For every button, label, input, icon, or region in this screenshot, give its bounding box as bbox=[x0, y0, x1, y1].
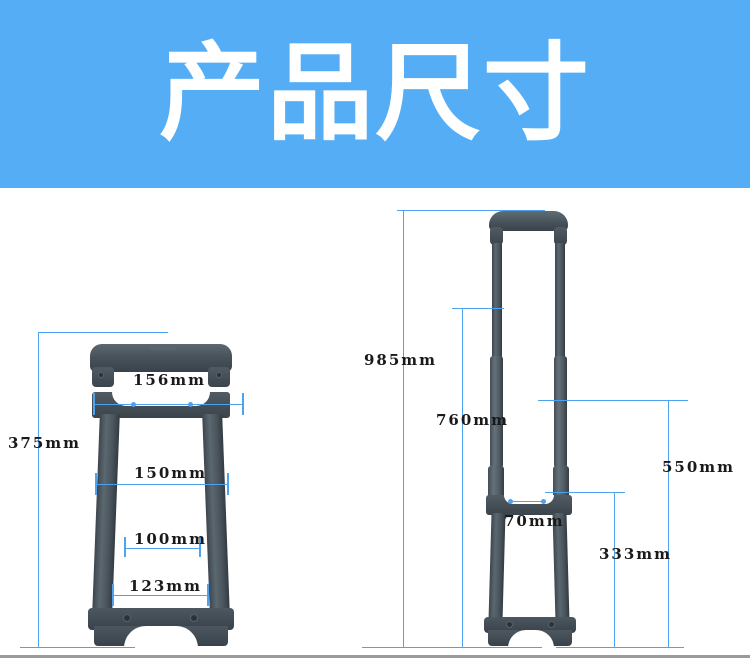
dim-70-rule bbox=[510, 501, 544, 502]
dim-985-top-extension bbox=[397, 210, 545, 211]
dim-156-rule bbox=[93, 404, 243, 405]
dim-156-left-node bbox=[131, 402, 136, 407]
dim-label-150: 150mm bbox=[134, 464, 208, 482]
base-right-screw bbox=[190, 614, 198, 622]
dim-760-top-extension bbox=[452, 308, 504, 309]
page-title: 产品尺寸 bbox=[159, 32, 591, 155]
upper-housing-cutout bbox=[112, 392, 210, 406]
dim-760-bottom-extension bbox=[430, 647, 506, 648]
page-banner: 产品尺寸 bbox=[0, 0, 750, 188]
dim-100-right-tick bbox=[199, 537, 201, 557]
dim-550-rule bbox=[668, 400, 669, 647]
right-tube-stage2 bbox=[554, 356, 567, 468]
dim-156-right-tick bbox=[242, 393, 244, 415]
dim-150-left-tick bbox=[95, 473, 97, 495]
dim-label-100: 100mm bbox=[134, 530, 208, 548]
dim-333-top-extension bbox=[545, 492, 625, 493]
dim-label-760: 760mm bbox=[436, 411, 510, 429]
dim-375-rule bbox=[38, 332, 39, 647]
handle-grip-bar-extended bbox=[489, 211, 568, 231]
dim-label-156: 156mm bbox=[133, 371, 207, 389]
dim-550-top-extension bbox=[538, 400, 688, 401]
dim-333-bottom-extension bbox=[568, 647, 628, 648]
dim-150-rule bbox=[95, 484, 228, 485]
dim-70-right-node bbox=[541, 499, 546, 504]
base-left-screw bbox=[123, 614, 131, 622]
dim-100-rule bbox=[124, 548, 200, 549]
grip-opening-extended bbox=[499, 231, 558, 245]
grip-top-notch-extended bbox=[516, 213, 538, 215]
dim-label-550: 550mm bbox=[662, 458, 736, 476]
grip-left-screw bbox=[98, 372, 104, 378]
dim-123-rule bbox=[112, 595, 208, 596]
dim-156-left-tick bbox=[93, 393, 95, 415]
dim-150-right-tick bbox=[227, 473, 229, 495]
dim-label-70: 70mm bbox=[504, 512, 565, 530]
dim-375-bottom-extension bbox=[20, 647, 135, 648]
dim-123-left-tick bbox=[112, 584, 114, 606]
left-tube-stage3 bbox=[488, 466, 504, 504]
dim-123-right-tick bbox=[207, 584, 209, 606]
base-left-screw-extended bbox=[506, 621, 513, 628]
grip-right-screw bbox=[216, 372, 222, 378]
left-tube bbox=[92, 414, 120, 614]
right-tube-stage1 bbox=[555, 243, 565, 358]
left-tube-stage1 bbox=[492, 243, 502, 358]
dim-label-375: 375mm bbox=[8, 434, 82, 452]
left-lower-leg bbox=[488, 513, 506, 621]
base-arch-cutout-extended bbox=[508, 630, 554, 648]
base-bracket bbox=[88, 608, 234, 630]
grip-left-shoulder-extended bbox=[490, 227, 503, 245]
base-right-screw-extended bbox=[548, 621, 555, 628]
grip-right-shoulder-extended bbox=[554, 227, 567, 245]
ground-reference-line bbox=[0, 655, 750, 658]
dim-label-985: 985mm bbox=[364, 351, 438, 369]
dim-760-rule bbox=[462, 308, 463, 647]
mid-housing-cutout bbox=[504, 495, 554, 504]
left-tube-stage2 bbox=[490, 356, 503, 468]
right-tube-stage3 bbox=[553, 466, 569, 504]
dim-156-right-node bbox=[188, 402, 193, 407]
dim-70-left-node bbox=[508, 499, 513, 504]
base-arch-cutout bbox=[124, 626, 198, 648]
dim-985-rule bbox=[403, 210, 404, 647]
grip-top-notch bbox=[150, 347, 176, 350]
dim-label-123: 123mm bbox=[129, 577, 203, 595]
dim-333-rule bbox=[614, 492, 615, 647]
dim-375-top-extension bbox=[38, 332, 168, 333]
dim-label-333: 333mm bbox=[599, 545, 673, 563]
dim-100-left-tick bbox=[124, 537, 126, 557]
